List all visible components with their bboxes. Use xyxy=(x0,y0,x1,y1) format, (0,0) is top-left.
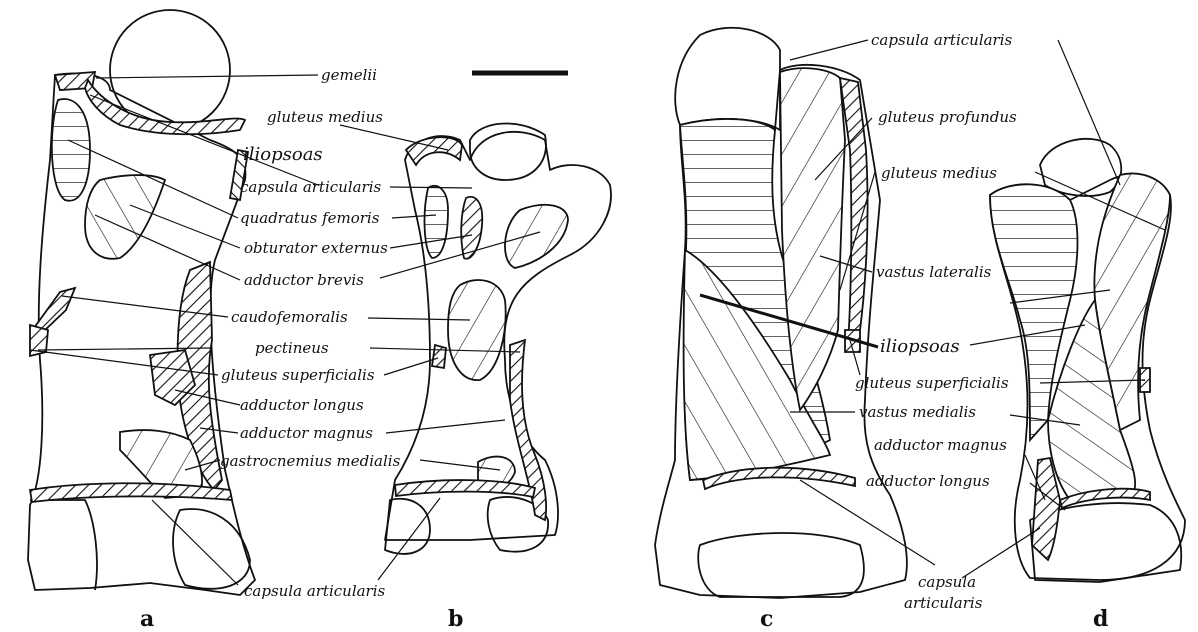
capsula-distal-area-a xyxy=(30,483,232,502)
label-obturator-externus: obturator externus xyxy=(244,239,388,257)
label-adductor-brevis: adductor brevis xyxy=(244,271,364,289)
femur-view-a xyxy=(28,10,255,595)
label-capsula-articularis-c: capsula articularis xyxy=(871,31,1013,49)
femur-a-condyle-lateral xyxy=(173,509,250,589)
label-gluteus-superficialis-c: gluteus superficialis xyxy=(855,374,1009,392)
panel-label-b: b xyxy=(448,606,463,632)
quadratus-femoris-area-b xyxy=(425,186,448,258)
label-quadratus-femoris: quadratus femoris xyxy=(240,209,380,227)
panel-label-a: a xyxy=(140,606,154,632)
adductor-brevis-area-b xyxy=(505,205,568,268)
femur-c-condyles xyxy=(698,533,864,597)
label-capsula-articularis-a: capsula articularis xyxy=(240,178,382,196)
femur-view-c xyxy=(655,28,907,598)
panel-label-c: c xyxy=(760,606,773,632)
label-adductor-magnus-a: adductor magnus xyxy=(240,424,373,442)
caudofemoralis-area-b xyxy=(448,280,506,380)
label-iliopsoas-a: iliopsoas xyxy=(243,144,323,165)
label-capsula-line2: articularis xyxy=(904,594,983,612)
label-gemelii: gemelii xyxy=(321,66,377,84)
label-gluteus-medius-b: gluteus medius xyxy=(267,108,383,126)
gluteus-medius-area-b xyxy=(406,137,462,165)
label-adductor-longus-a: adductor longus xyxy=(240,396,364,414)
quadratus-femoris-area-a xyxy=(52,99,90,201)
label-iliopsoas-c: iliopsoas xyxy=(880,336,960,357)
label-vastus-lateralis: vastus lateralis xyxy=(876,263,992,281)
femur-c-head xyxy=(675,28,780,130)
label-capsula-line1: capsula xyxy=(918,573,976,591)
label-gluteus-superficialis-a: gluteus superficialis xyxy=(221,366,375,384)
gluteus-superficialis-area-b xyxy=(432,345,446,368)
panel-label-d: d xyxy=(1093,606,1108,632)
femur-view-b xyxy=(385,124,611,554)
label-adductor-magnus-c: adductor magnus xyxy=(874,436,1007,454)
obturator-externus-area-a xyxy=(85,175,165,259)
capsula-distal-area-b xyxy=(395,480,535,497)
femur-b-condyle-1 xyxy=(385,499,430,554)
femur-a-condyle-medial xyxy=(30,500,97,590)
label-caudofemoralis: caudofemoralis xyxy=(231,308,348,326)
label-gluteus-medius-c: gluteus medius xyxy=(881,164,997,182)
label-pectineus: pectineus xyxy=(255,339,329,357)
label-gastrocnemius-medialis: gastrocnemius medialis xyxy=(220,452,401,470)
femur-d-head xyxy=(1040,139,1121,196)
label-adductor-longus-c: adductor longus xyxy=(866,472,990,490)
femur-view-d xyxy=(990,139,1185,582)
label-capsula-articularis-bottom-ab: capsula articularis xyxy=(244,582,386,600)
label-gluteus-profundus: gluteus profundus xyxy=(878,108,1017,126)
label-vastus-medialis: vastus medialis xyxy=(859,403,976,421)
